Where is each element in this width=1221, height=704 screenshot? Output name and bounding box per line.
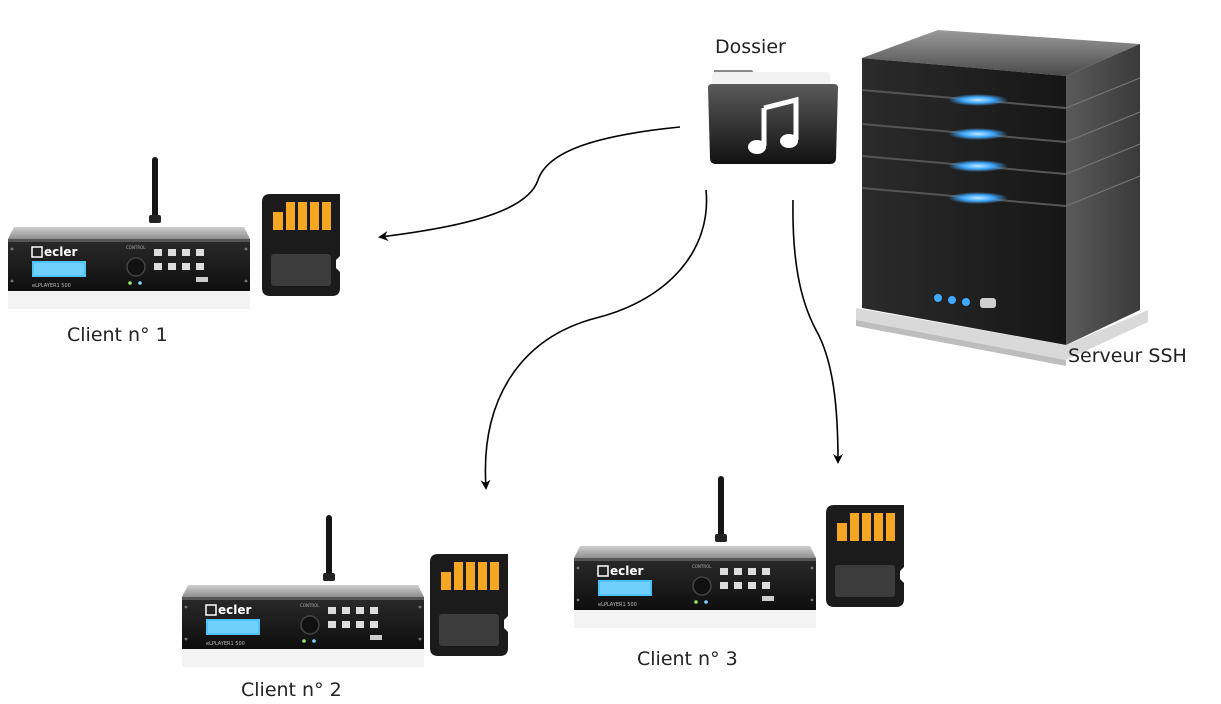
arrow-to-client-2 [480, 189, 708, 490]
sd-card-icon [430, 554, 508, 656]
client-1 [7, 156, 340, 310]
media-player-device-icon [7, 156, 251, 310]
client-3-label: Client n° 3 [637, 648, 738, 670]
server-label: Serveur SSH [1068, 345, 1187, 367]
folder-label: Dossier [715, 36, 786, 58]
arrow-to-client-3 [792, 199, 843, 464]
sd-card-icon [826, 505, 904, 607]
music-folder-icon [708, 70, 838, 164]
sd-card-icon [262, 194, 340, 296]
client-3 [573, 475, 904, 629]
media-player-device-icon [573, 475, 817, 629]
client-2 [181, 514, 508, 668]
media-player-device-icon [181, 514, 425, 668]
arrows [378, 126, 843, 490]
client-2-label: Client n° 2 [241, 679, 342, 701]
arrow-to-client-1 [378, 126, 681, 241]
server-tower-icon [856, 30, 1148, 366]
client-1-label: Client n° 1 [67, 324, 168, 346]
